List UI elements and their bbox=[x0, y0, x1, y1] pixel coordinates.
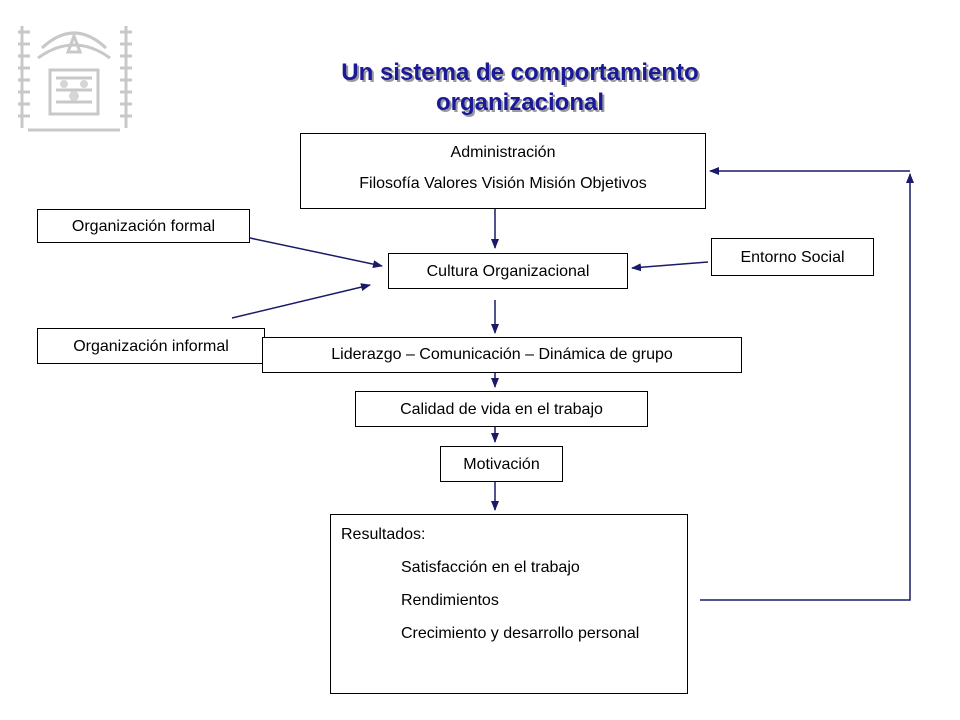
box-cultura-organizacional: Cultura Organizacional bbox=[388, 253, 628, 289]
entorno-social-label: Entorno Social bbox=[740, 249, 845, 266]
title-line-1: Un sistema de comportamiento bbox=[341, 59, 699, 86]
liderazgo-label: Liderazgo – Comunicación – Dinámica de g… bbox=[331, 346, 673, 363]
administracion-subtitle: Filosofía Valores Visión Misión Objetivo… bbox=[359, 175, 647, 192]
resultados-list: Satisfacción en el trabajo Rendimientos … bbox=[341, 558, 677, 644]
cultura-label: Cultura Organizacional bbox=[426, 263, 590, 280]
seal-watermark-icon bbox=[18, 26, 132, 132]
arrow-formal-to-cultura bbox=[249, 237, 383, 269]
resultados-heading: Resultados: bbox=[341, 526, 426, 543]
feedback-loop bbox=[700, 173, 914, 601]
resultados-item: Satisfacción en el trabajo bbox=[401, 559, 580, 576]
title-line-2: organizacional bbox=[435, 89, 605, 116]
motivacion-label: Motivación bbox=[463, 456, 540, 473]
box-entorno-social: Entorno Social bbox=[711, 238, 874, 276]
arrow-social-to-cultura bbox=[631, 261, 709, 272]
box-motivacion: Motivación bbox=[440, 446, 563, 482]
organizacion-informal-label: Organización informal bbox=[73, 338, 229, 355]
box-calidad-de-vida: Calidad de vida en el trabajo bbox=[355, 391, 648, 427]
calidad-label: Calidad de vida en el trabajo bbox=[400, 401, 603, 418]
organizacion-formal-label: Organización formal bbox=[71, 218, 216, 235]
box-resultados: Resultados: Satisfacción en el trabajo R… bbox=[330, 514, 688, 694]
box-organizacion-informal: Organización informal bbox=[37, 328, 265, 364]
administracion-label: Administración bbox=[450, 144, 556, 161]
box-administracion: Administración Filosofía Valores Visión … bbox=[300, 133, 706, 209]
arrow-informal-to-cultura bbox=[231, 283, 371, 319]
resultados-item: Crecimiento y desarrollo personal bbox=[401, 625, 640, 642]
diagram-title: Un sistema de comportamiento organizacio… bbox=[300, 58, 740, 118]
box-liderazgo: Liderazgo – Comunicación – Dinámica de g… bbox=[262, 337, 742, 373]
box-organizacion-formal: Organización formal bbox=[37, 209, 250, 243]
resultados-item: Rendimientos bbox=[401, 592, 499, 609]
